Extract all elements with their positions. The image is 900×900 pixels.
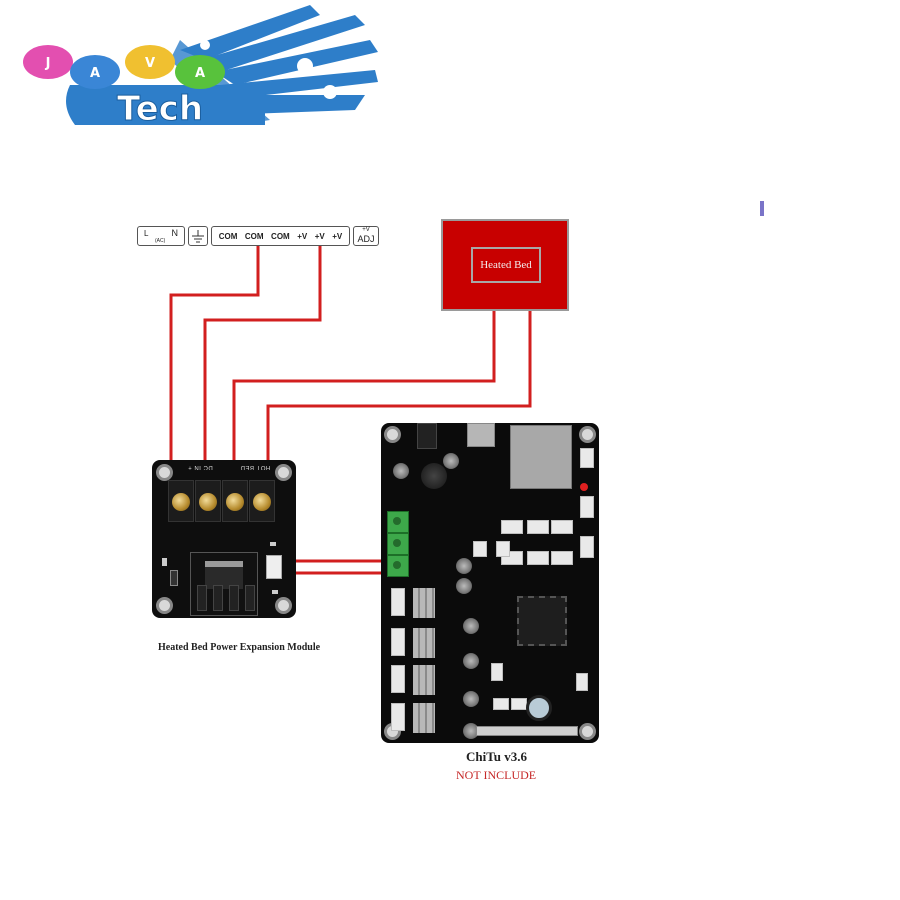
expansion-module-caption: Heated Bed Power Expansion Module xyxy=(158,642,321,653)
mount-hole xyxy=(579,723,596,740)
hand-finger-dots xyxy=(200,40,337,99)
terminal-ac-label: (AC) xyxy=(155,238,166,244)
screw-terminal-hot-bed-2 xyxy=(249,480,275,522)
psu-ac-input-terminal: L (AC) N xyxy=(137,226,185,246)
wire-psu-v xyxy=(203,246,322,478)
mosfet-heatsink xyxy=(190,552,258,616)
terminal-n-label: N xyxy=(171,228,179,238)
silk-label: DC IN + xyxy=(187,464,213,470)
buzzer xyxy=(526,695,552,721)
terminal-com-label: COM xyxy=(244,231,264,241)
bubble-j xyxy=(23,45,73,79)
ground-icon xyxy=(192,230,204,243)
usb-port xyxy=(467,423,495,447)
logo-wordmark: Tech xyxy=(117,89,203,129)
mount-hole xyxy=(156,597,173,614)
wire-bed-1 xyxy=(232,311,496,478)
adj-bottom-label: ADJ xyxy=(357,234,375,244)
status-led xyxy=(580,483,588,491)
wire-psu-com xyxy=(169,246,260,478)
chitu-controller-board xyxy=(381,423,599,743)
bubble-letter: A xyxy=(90,66,100,81)
mount-hole xyxy=(275,464,292,481)
screw-terminal-dc-in-pos xyxy=(195,480,221,522)
power-terminal xyxy=(387,511,409,533)
java-bubbles: J A V A xyxy=(23,45,225,89)
lcd-ribbon-connector xyxy=(476,726,578,736)
wire-bed-2 xyxy=(266,311,532,478)
dc-jack xyxy=(417,423,437,449)
terminal-v-label: +V xyxy=(332,231,343,241)
mount-hole xyxy=(156,464,173,481)
terminal-com-label: COM xyxy=(218,231,238,241)
silk-label: HOT BED xyxy=(240,464,271,470)
terminal-v-label: +V xyxy=(297,231,308,241)
terminal-com-label: COM xyxy=(271,231,290,241)
heated-bed-output-terminal xyxy=(387,555,409,577)
adj-top-label: +V xyxy=(362,227,370,233)
mount-hole xyxy=(384,426,401,443)
bubble-a2 xyxy=(175,55,225,89)
screw-terminal-dc-in-neg xyxy=(168,480,194,522)
module-silkscreen: HOT BED DC IN + xyxy=(174,464,284,470)
sd-card-slot xyxy=(510,425,572,489)
psu-output-terminal: COM COM COM +V +V +V xyxy=(211,226,350,246)
not-included-note: NOT INCLUDE xyxy=(456,768,537,782)
bubble-a1 xyxy=(70,55,120,89)
bubble-letter: J xyxy=(45,56,51,71)
bubble-letter: A xyxy=(195,66,205,81)
heated-bed-block: Heated Bed xyxy=(441,219,569,311)
mount-hole xyxy=(275,597,292,614)
bubble-v xyxy=(125,45,175,79)
heated-bed-expansion-module: HOT BED DC IN + xyxy=(152,460,296,618)
mount-hole xyxy=(579,426,596,443)
terminal-v-label: +V xyxy=(314,231,325,241)
signal-connector xyxy=(266,555,282,579)
mcu-chip xyxy=(517,596,567,646)
java-tech-logo: J A V A Tech xyxy=(23,5,378,130)
terminal-l-label: L xyxy=(144,229,149,238)
mosfet-chip xyxy=(205,561,243,589)
screw-terminal-hot-bed-1 xyxy=(222,480,248,522)
psu-ground-terminal xyxy=(188,226,208,246)
heated-bed-label: Heated Bed xyxy=(471,247,541,283)
chitu-caption: ChiTu v3.6 xyxy=(466,749,527,764)
power-terminal xyxy=(387,533,409,555)
bubble-letter: V xyxy=(145,56,155,71)
cursor-marker xyxy=(760,201,764,216)
psu-adj-terminal: +V ADJ xyxy=(353,226,379,246)
